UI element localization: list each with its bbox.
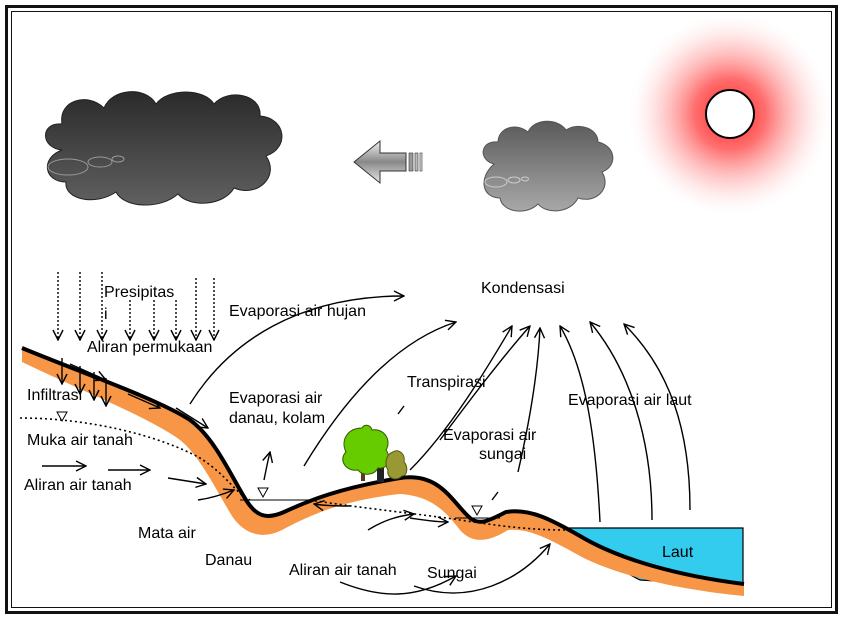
sun-disc bbox=[705, 89, 755, 139]
label-laut: Laut bbox=[662, 544, 694, 561]
ground-layer bbox=[22, 348, 744, 596]
inner-frame bbox=[11, 11, 832, 608]
label-evaporasi-air-hujan: Evaporasi air hujan bbox=[229, 303, 366, 320]
label-sungai: Sungai bbox=[427, 565, 477, 582]
sun bbox=[628, 12, 832, 216]
label-evaporasi-sungai-2: sungai bbox=[479, 446, 526, 463]
precipitation-arrows bbox=[58, 272, 214, 340]
label-infiltrasi: Infiltrasi bbox=[27, 387, 82, 404]
label-muka-air-tanah: Muka air tanah bbox=[27, 432, 133, 449]
water-table-marker-icon bbox=[56, 411, 68, 423]
dark-cloud bbox=[45, 91, 283, 206]
water-table-line bbox=[19, 417, 567, 531]
groundwater-flow-arrows-left bbox=[42, 466, 234, 501]
label-evaporasi-danau-1: Evaporasi air bbox=[229, 390, 323, 407]
label-mata-air: Mata air bbox=[138, 525, 196, 542]
lake-level-marker-icon bbox=[257, 487, 269, 499]
label-presipitasi-1: Presipitas bbox=[104, 284, 174, 301]
label-evaporasi-air-laut: Evaporasi air laut bbox=[568, 392, 692, 409]
surface-runoff-arrows bbox=[69, 363, 208, 428]
ground-surface-line bbox=[21, 346, 745, 586]
trees-icon bbox=[342, 424, 408, 482]
label-aliran-air-tanah-left: Aliran air tanah bbox=[24, 477, 132, 494]
light-cloud bbox=[482, 120, 614, 212]
label-presipitasi-2: i bbox=[104, 306, 108, 323]
label-evaporasi-sungai-1: Evaporasi air bbox=[443, 427, 537, 444]
outer-frame bbox=[5, 5, 838, 614]
label-kondensasi: Kondensasi bbox=[481, 280, 565, 297]
label-aliran-air-tanah-bottom: Aliran air tanah bbox=[289, 562, 397, 579]
label-aliran-permukaan: Aliran permukaan bbox=[87, 339, 212, 356]
label-danau: Danau bbox=[205, 552, 252, 569]
label-transpirasi: Transpirasi bbox=[407, 374, 486, 391]
labels: Kondensasi Presipitas i Aliran permukaan… bbox=[24, 280, 694, 582]
label-evaporasi-danau-2: danau, kolam bbox=[229, 410, 325, 427]
wind-arrow-icon bbox=[353, 139, 423, 185]
evaporation-arrows bbox=[189, 296, 691, 523]
infiltration-arrows bbox=[62, 358, 106, 406]
groundwater-flow-arrows-bottom bbox=[314, 504, 550, 595]
river-level-marker-icon bbox=[471, 505, 483, 517]
